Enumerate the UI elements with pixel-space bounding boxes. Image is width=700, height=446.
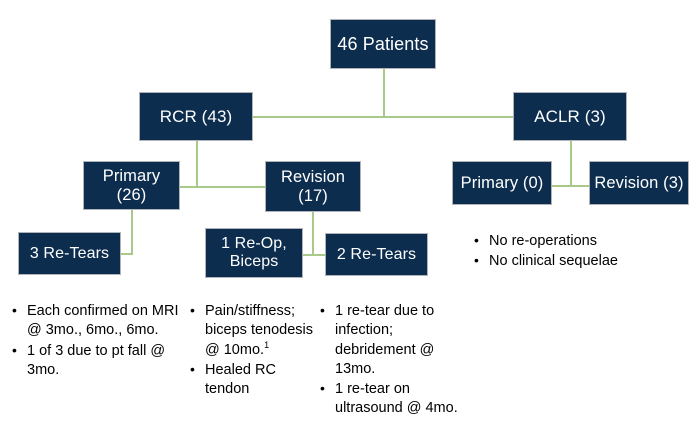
box-rcr-revision-label: Revision (17) xyxy=(280,168,346,205)
connector-revision-down xyxy=(312,211,314,255)
box-rcr-primary-label: Primary (26) xyxy=(102,167,161,204)
note-text: Pain/stiffness; biceps tenodesis @ 10mo. xyxy=(205,303,314,358)
box-total-patients-label: 46 Patients xyxy=(337,33,429,54)
note-text: 1 re-tear on ultrasound @ 4mo. xyxy=(335,381,458,417)
list-item: 1 re-tear due to infection; debridement … xyxy=(318,301,468,379)
note-text: 1 re-tear due to infection; debridement … xyxy=(335,303,435,377)
box-rcr[interactable]: RCR (43) xyxy=(139,92,253,141)
box-primary-retears[interactable]: 3 Re-Tears xyxy=(18,232,121,275)
connector-primary-elbow xyxy=(121,253,133,255)
box-revision-retears-label: 2 Re-Tears xyxy=(336,245,417,263)
connector-revision-children-horizontal xyxy=(303,254,325,256)
note-text: No re-operations xyxy=(489,233,597,249)
connector-rcr-down xyxy=(196,141,198,187)
notes-revision-reop: Pain/stiffness; biceps tenodesis @ 10mo.… xyxy=(188,301,316,400)
notes-revision-retears: 1 re-tear due to infection; debridement … xyxy=(318,301,468,420)
notes-aclr: No re-operations No clinical sequelae xyxy=(472,231,682,273)
box-aclr-label: ACLR (3) xyxy=(534,106,606,126)
list-item: Healed RC tendon xyxy=(188,360,316,400)
box-aclr-revision[interactable]: Revision (3) xyxy=(589,161,689,205)
note-text: 1 of 3 due to pt fall @ 3mo. xyxy=(27,342,166,378)
box-rcr-primary[interactable]: Primary (26) xyxy=(83,161,180,210)
list-item: 1 re-tear on ultrasound @ 4mo. xyxy=(318,379,468,419)
box-primary-retears-label: 3 Re-Tears xyxy=(29,244,110,262)
list-item: 1 of 3 due to pt fall @ 3mo. xyxy=(10,341,182,381)
list-item: No re-operations xyxy=(472,231,682,251)
connector-primary-down xyxy=(131,209,133,254)
list-item: Each confirmed on MRI @ 3mo., 6mo., 6mo. xyxy=(10,301,182,341)
connector-aclr-children-horizontal xyxy=(552,185,589,187)
box-rcr-revision[interactable]: Revision (17) xyxy=(265,161,361,212)
connector-level2-horizontal xyxy=(196,116,579,118)
footnote-marker: 1 xyxy=(264,339,270,350)
list-item: No clinical sequelae xyxy=(472,251,682,271)
box-rcr-label: RCR (43) xyxy=(159,106,233,126)
box-aclr-primary[interactable]: Primary (0) xyxy=(452,161,552,205)
box-total-patients[interactable]: 46 Patients xyxy=(330,19,436,69)
box-aclr[interactable]: ACLR (3) xyxy=(513,92,627,141)
box-revision-retears[interactable]: 2 Re-Tears xyxy=(325,233,428,276)
note-text: Healed RC tendon xyxy=(205,361,276,398)
box-revision-reop-label: 1 Re-Op, Biceps xyxy=(221,235,287,270)
box-aclr-revision-label: Revision (3) xyxy=(594,173,684,192)
connector-rcr-children-horizontal xyxy=(179,186,278,188)
box-aclr-primary-label: Primary (0) xyxy=(460,173,544,192)
connector-aclr-down xyxy=(570,141,572,186)
note-text: Each confirmed on MRI @ 3mo., 6mo., 6mo. xyxy=(27,303,179,339)
notes-primary-retears: Each confirmed on MRI @ 3mo., 6mo., 6mo.… xyxy=(10,301,182,381)
note-text: No clinical sequelae xyxy=(489,253,618,270)
list-item: Pain/stiffness; biceps tenodesis @ 10mo.… xyxy=(188,301,316,360)
box-revision-reop[interactable]: 1 Re-Op, Biceps xyxy=(205,228,303,278)
connector-root-down xyxy=(383,68,385,117)
